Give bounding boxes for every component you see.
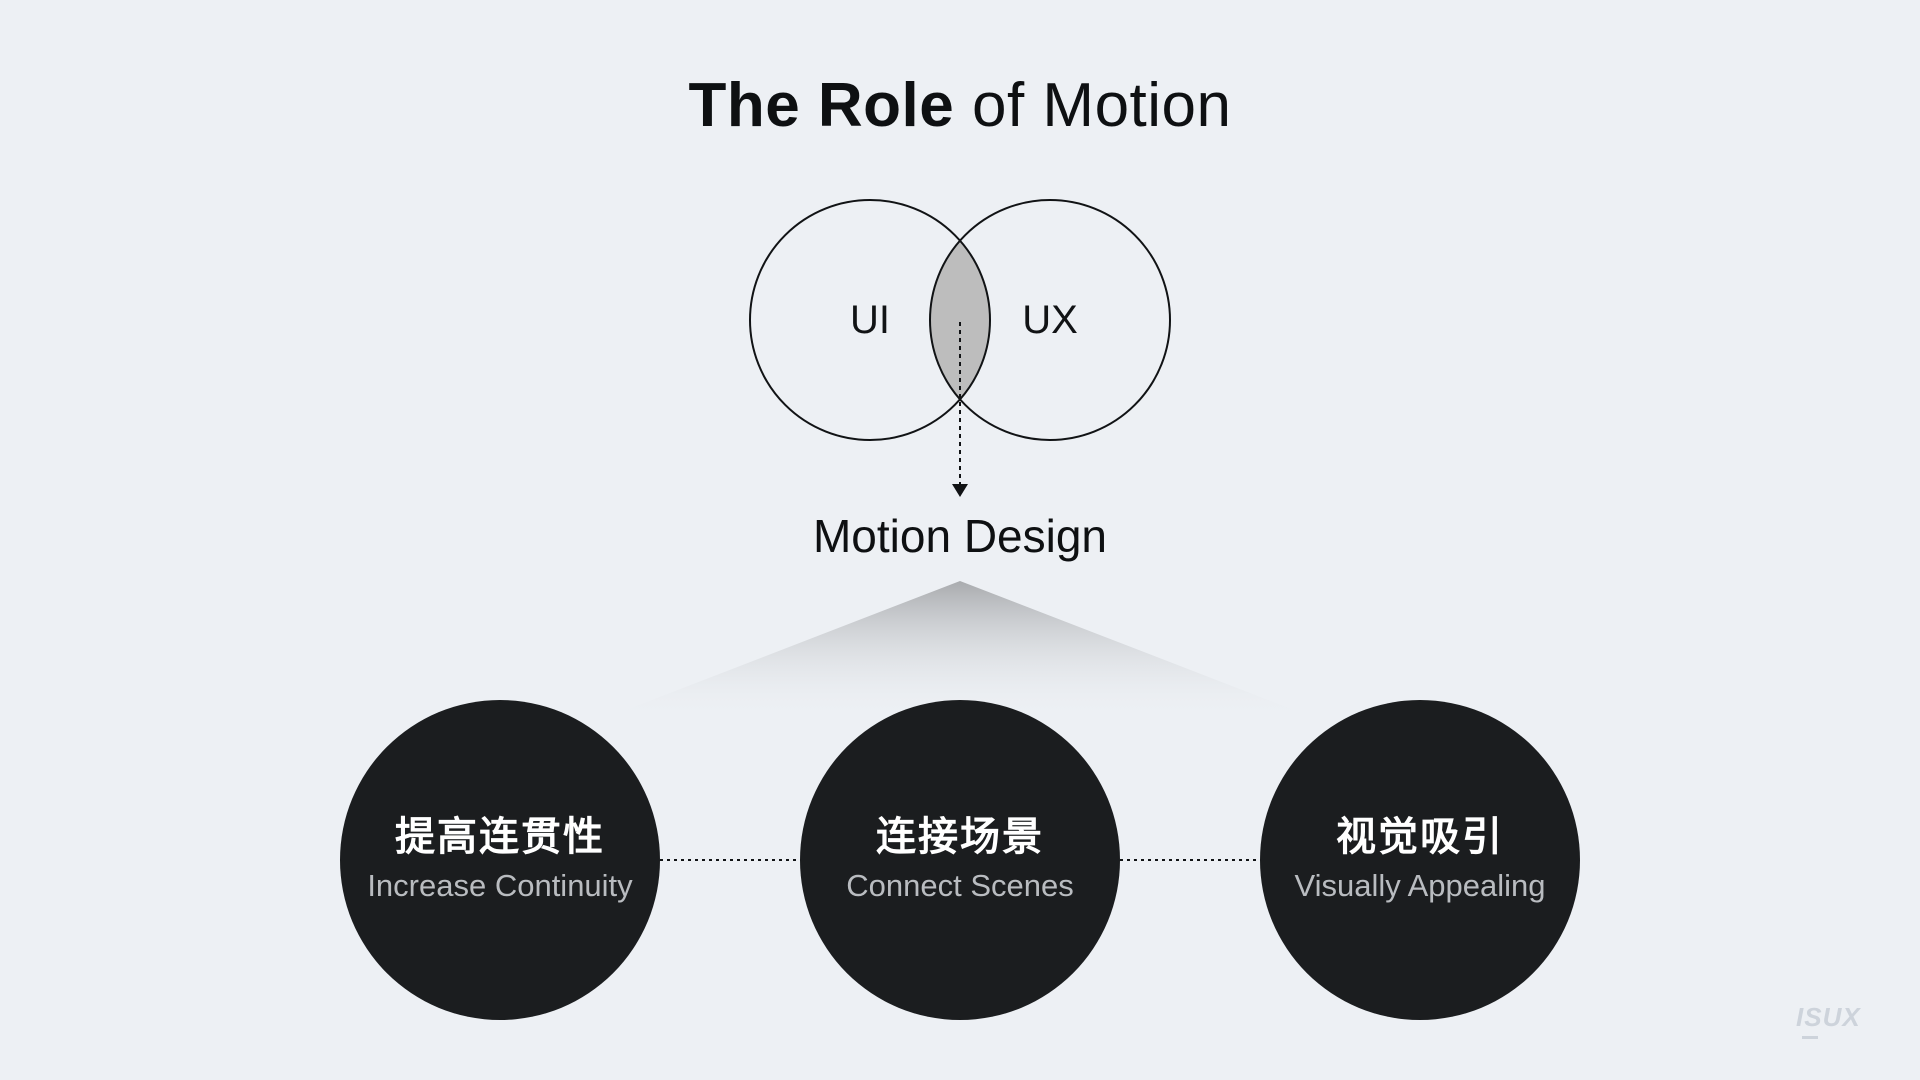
fan-gradient: [600, 581, 1320, 720]
role-circle-scenes: [800, 700, 1120, 1020]
role-title-en: Increase Continuity: [367, 868, 633, 903]
title-bold: The Role: [688, 71, 955, 140]
venn-circle-ui: [749, 199, 991, 441]
role-node-appealing: 视觉吸引 Visually Appealing: [1260, 700, 1580, 1020]
role-title-zh: 提高连贯性: [395, 815, 605, 859]
role-node-scenes: 连接场景 Connect Scenes: [800, 700, 1120, 1020]
role-circle-appealing: [1260, 700, 1580, 1020]
isux-watermark-logo: ISUX: [1796, 1002, 1861, 1032]
role-title-en: Connect Scenes: [846, 868, 1074, 903]
arrow-head: [952, 484, 968, 497]
venn-circle-ux: [929, 199, 1171, 441]
venn-label-ui: UI: [850, 298, 890, 342]
role-title-en: Visually Appealing: [1294, 868, 1546, 903]
page-title: The Role of Motion: [0, 66, 1920, 146]
venn-label-ux: UX: [1022, 298, 1078, 342]
role-circle-continuity: [340, 700, 660, 1020]
title-light: of Motion: [972, 71, 1232, 140]
role-title-zh: 连接场景: [876, 815, 1044, 859]
motion-design-label: Motion Design: [812, 510, 1108, 562]
role-title-zh: 视觉吸引: [1336, 815, 1504, 859]
role-node-continuity: 提高连贯性 Increase Continuity: [340, 700, 660, 1020]
watermark-underline: [1802, 1036, 1818, 1039]
